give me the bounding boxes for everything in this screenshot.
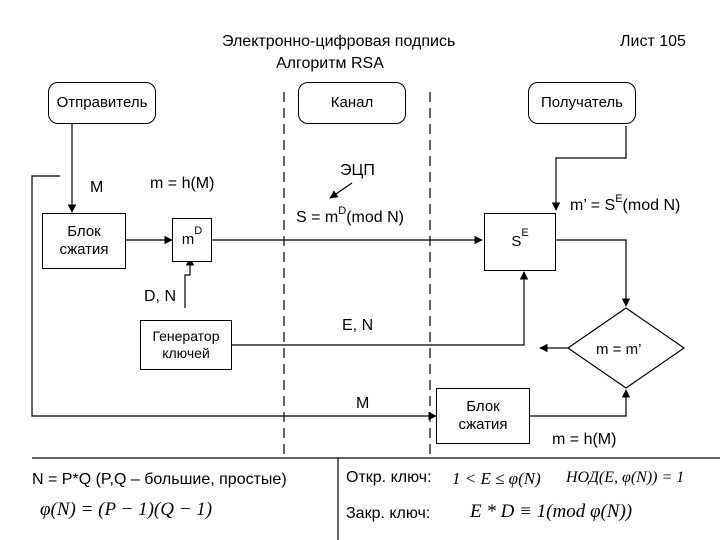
signature-formula-post: (mod N) (346, 209, 404, 226)
compression-block-sender-line2: сжатия (59, 241, 109, 258)
compression-block-receiver-line1: Блок (466, 398, 500, 415)
sender-box: Отправитель (48, 82, 156, 124)
arrow-ecp-pointer (329, 182, 353, 199)
page-title-line1: Электронно-цифровая подпись (222, 33, 456, 50)
signature-ecp-label: ЭЦП (340, 162, 375, 179)
page-title-line2: Алгоритм RSA (276, 55, 384, 72)
m-prime-post: (mod N) (622, 197, 681, 214)
sheet-number: Лист 105 (620, 33, 686, 50)
compression-block-sender-line1: Блок (67, 223, 101, 240)
hash-label-sender: m = h(M) (150, 175, 215, 192)
m-prime-pre: m’ = S (570, 197, 616, 214)
channel-box: Канал (298, 82, 406, 124)
m-prime-exp: E (615, 193, 623, 205)
channel-label: Канал (330, 94, 374, 111)
arrow-receiver-to-s (551, 126, 627, 211)
n-formula: N = P*Q (P,Q – большие, простые) (32, 471, 287, 488)
compression-block-receiver-line2: сжатия (458, 416, 508, 433)
closed-key-formula: E * D ≡ 1(mod φ(N)) (470, 501, 633, 522)
arrow-private-key (184, 257, 195, 308)
phi-formula: φ(N) = (P − 1)(Q − 1) (40, 499, 213, 520)
compare-label: m = m’ (596, 341, 642, 358)
hash-label-receiver: m = h(M) (552, 431, 617, 448)
s-power-e-exp: E (521, 227, 529, 240)
signature-formula-pre: S = m (296, 209, 339, 226)
gcd-condition: НОД(E, φ(N)) = 1 (566, 469, 685, 486)
receiver-label: Получатель (541, 94, 623, 111)
signature-formula: S = mD(mod N) (296, 206, 404, 226)
signature-formula-exp: D (338, 205, 347, 217)
m-power-d-base: m (181, 231, 195, 248)
message-path (31, 175, 437, 421)
arrow-block2-to-compare (530, 389, 631, 417)
compare-diamond (566, 307, 686, 389)
private-key-label: D, N (144, 288, 176, 305)
receiver-box: Получатель (528, 82, 636, 124)
arrow-s-to-compare (556, 239, 631, 307)
closed-key-label: Закр. ключ: (346, 505, 431, 522)
open-key-condition: 1 < E ≤ φ(N) (452, 469, 541, 488)
open-key-label: Откр. ключ: (346, 469, 432, 486)
s-power-e-base: S (511, 233, 522, 250)
message-m-channel-label: M (356, 395, 370, 412)
sender-label: Отправитель (56, 94, 148, 111)
compression-block-sender: Блок сжатия (42, 213, 126, 269)
key-generator-line2: ключей (162, 345, 210, 361)
m-prime-formula: m’ = SE(mod N) (570, 194, 681, 214)
m-power-d-exp: D (194, 225, 203, 238)
arrow-public-key (232, 271, 529, 346)
key-generator-block: Генератор ключей (140, 320, 232, 370)
message-m-label: M (90, 179, 104, 196)
key-generator-line1: Генератор (152, 328, 220, 345)
public-key-label: E, N (342, 317, 374, 334)
compression-block-receiver: Блок сжатия (436, 388, 530, 444)
